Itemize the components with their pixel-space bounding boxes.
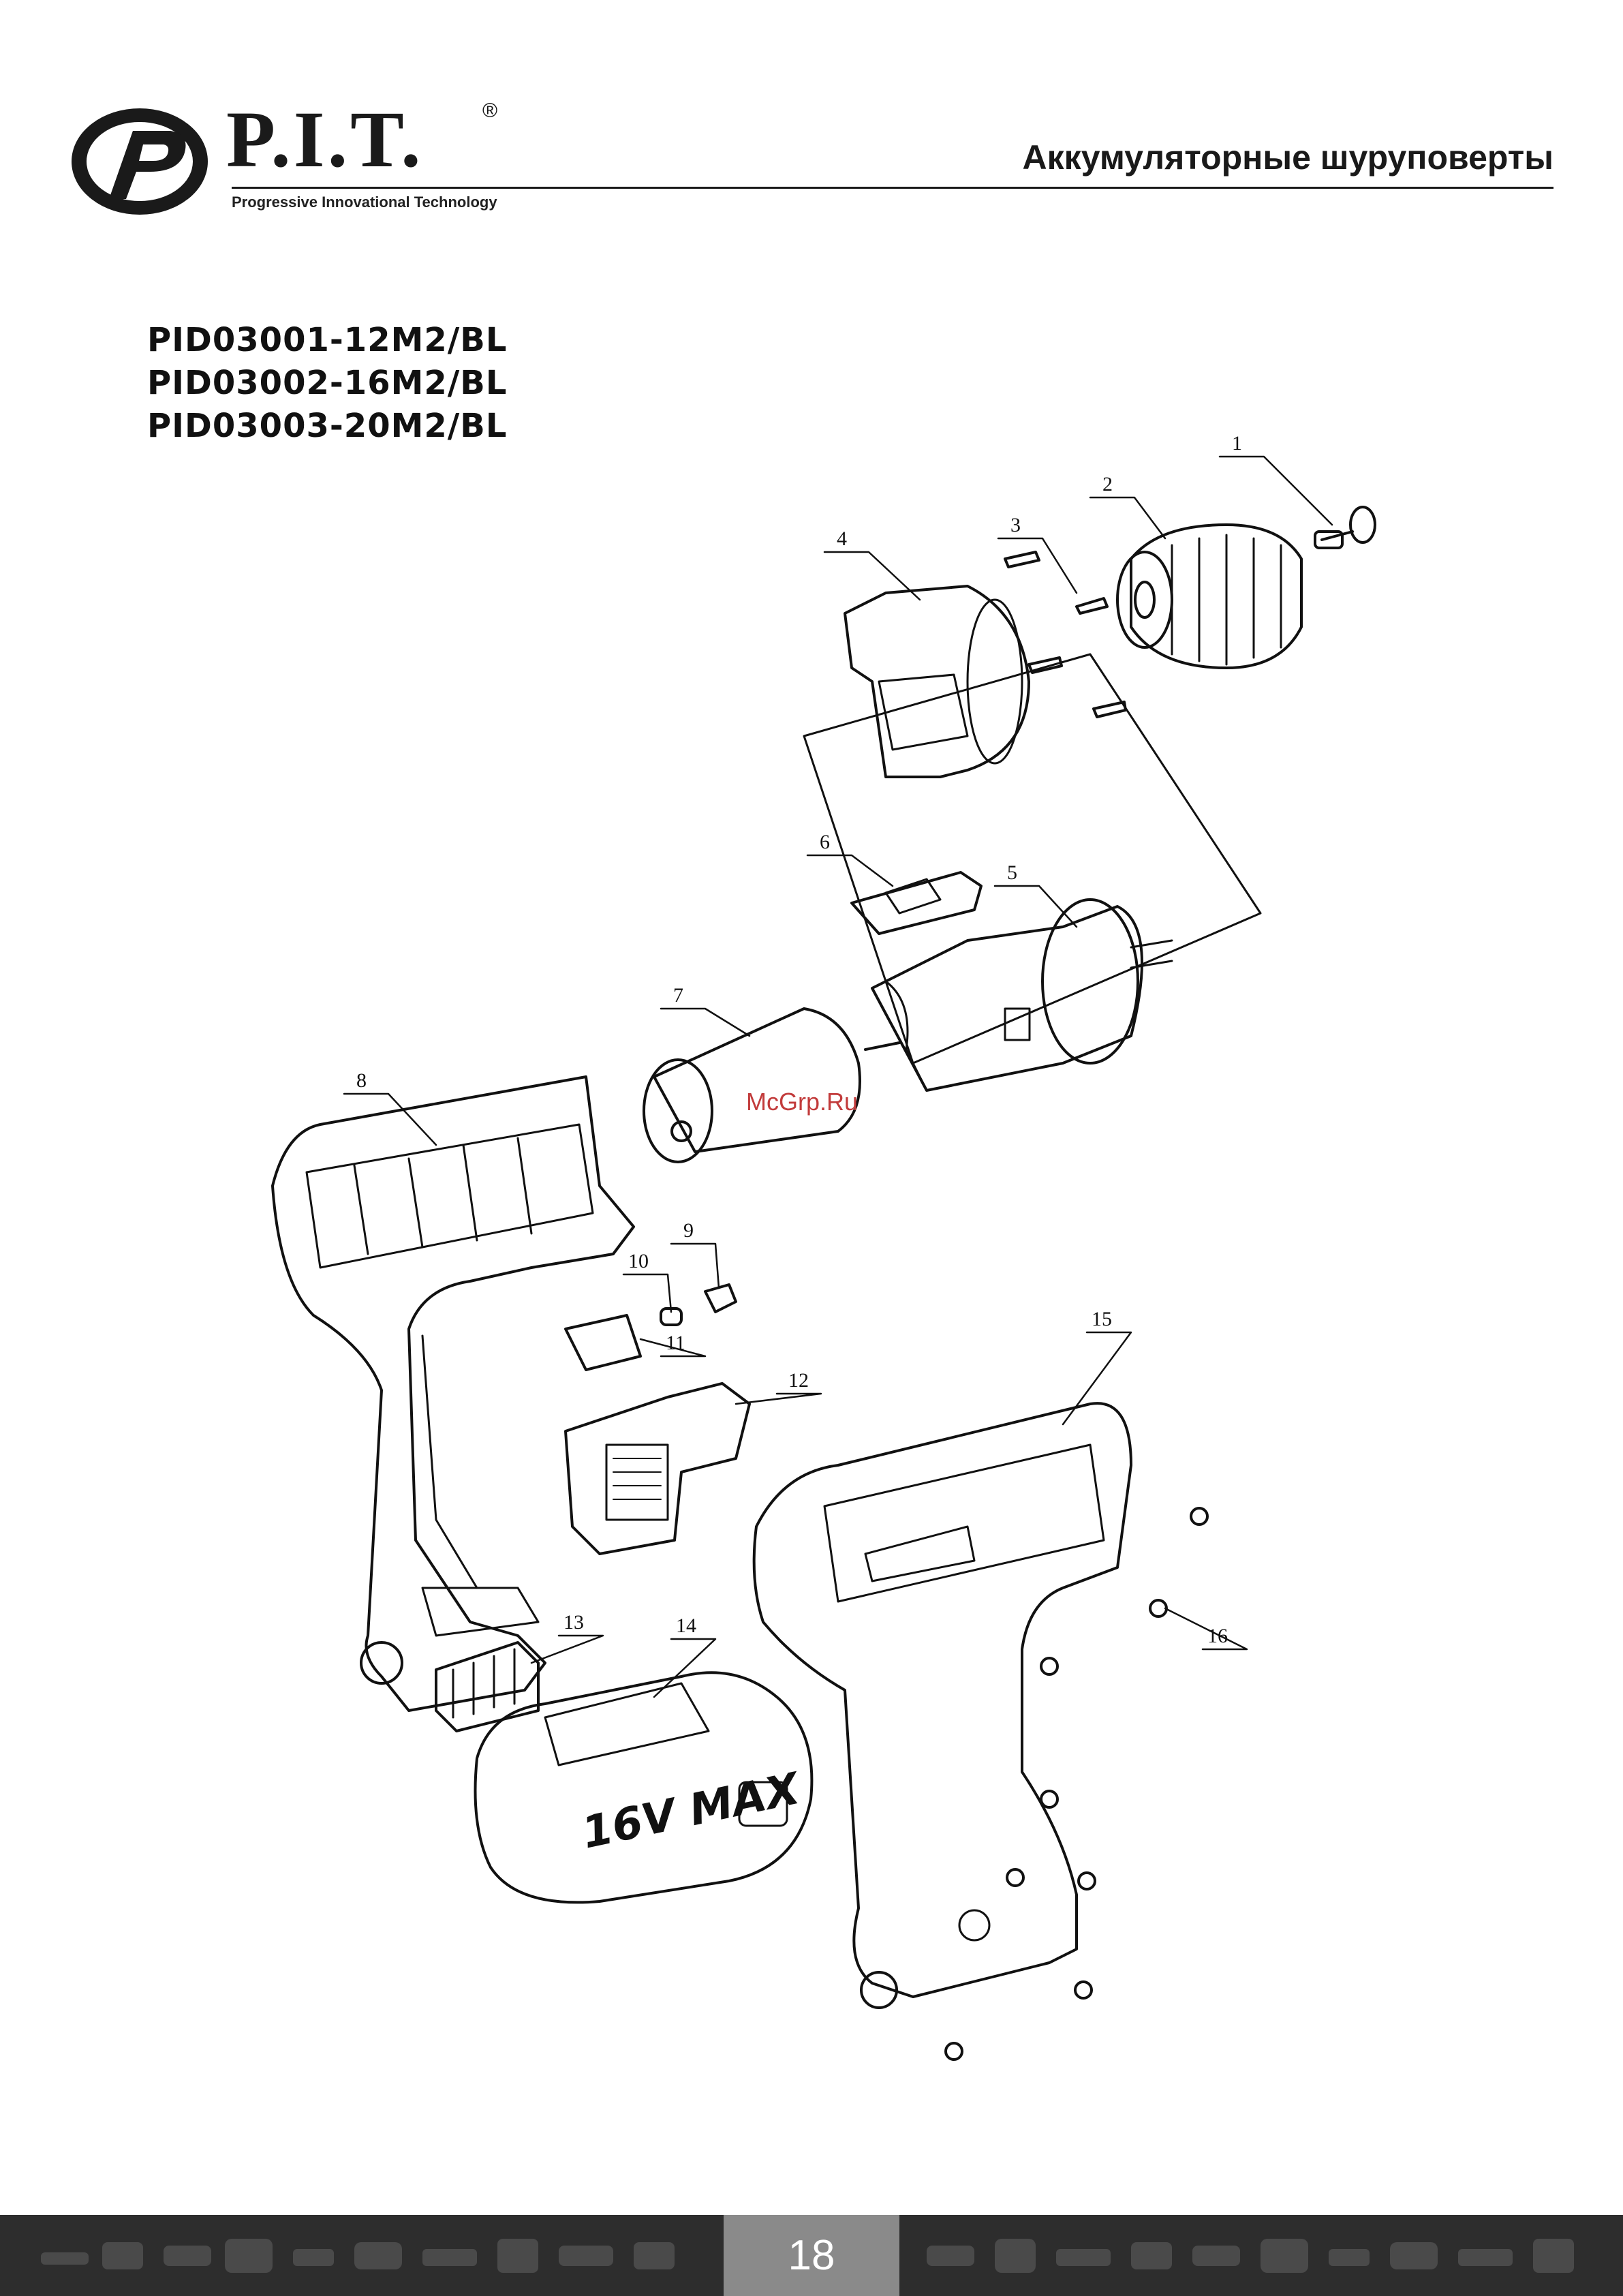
callout-3: 3 xyxy=(1010,514,1021,536)
part-15-right-housing xyxy=(754,1403,1131,2008)
callout-4: 4 xyxy=(837,527,847,550)
part-12-switch xyxy=(566,1383,749,1554)
callout-12: 12 xyxy=(788,1369,809,1392)
callout-13: 13 xyxy=(563,1611,584,1634)
part-1-screw xyxy=(1315,507,1375,548)
callout-1: 1 xyxy=(1232,432,1242,455)
watermark-text: McGrp.Ru xyxy=(746,1088,858,1116)
part-4-clutch-housing xyxy=(845,586,1029,777)
callout-11: 11 xyxy=(666,1332,685,1354)
page-footer: 18 xyxy=(0,2215,1623,2296)
callout-16: 16 xyxy=(1207,1625,1228,1647)
callout-7: 7 xyxy=(673,984,683,1007)
callout-numbers: 1 2 3 4 5 6 7 8 9 10 11 12 13 14 15 16 xyxy=(356,432,1242,1647)
part-16-screws xyxy=(946,1508,1207,2060)
part-7-motor xyxy=(644,1009,899,1162)
callout-14: 14 xyxy=(676,1614,696,1637)
page-number-box: 18 xyxy=(724,2215,899,2296)
part-6-slide xyxy=(852,872,981,934)
part-2-chuck xyxy=(1117,525,1301,668)
callout-2: 2 xyxy=(1102,473,1113,495)
part-3-screws xyxy=(1005,552,1126,717)
callout-leaders xyxy=(344,457,1332,1697)
assembly-guide-box xyxy=(804,654,1261,1063)
callout-10: 10 xyxy=(628,1250,649,1272)
callout-5: 5 xyxy=(1007,861,1017,884)
part-14-battery: 16V MAX xyxy=(476,1672,812,1902)
page-number: 18 xyxy=(788,2231,835,2280)
part-13-terminal-block xyxy=(436,1642,538,1731)
part-9-10-11-small xyxy=(566,1285,736,1370)
callout-6: 6 xyxy=(820,831,830,853)
callout-8: 8 xyxy=(356,1069,367,1092)
callout-9: 9 xyxy=(683,1219,694,1242)
battery-label: 16V MAX xyxy=(578,1763,805,1858)
callout-15: 15 xyxy=(1092,1308,1112,1330)
